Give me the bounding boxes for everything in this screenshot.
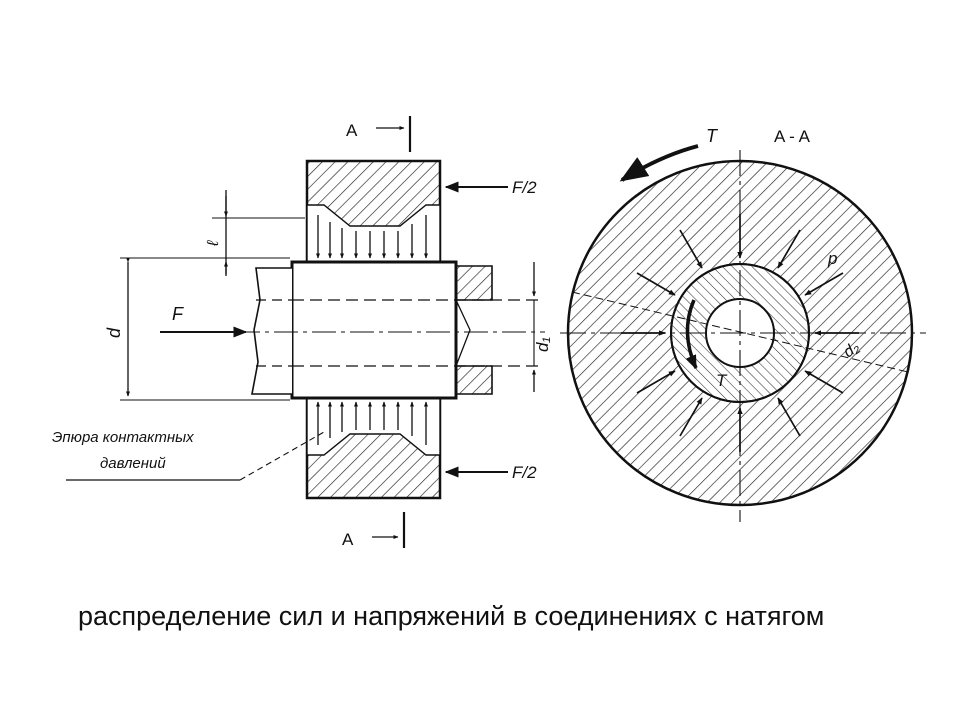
- force-half-top: F/2: [512, 178, 537, 197]
- epure-label-line1: Эпюра контактных: [52, 429, 194, 446]
- dim-d: d: [104, 327, 124, 338]
- shaft-right-section-low: [455, 365, 493, 395]
- force-half-bottom: F/2: [512, 463, 537, 482]
- shaft-right-section: [455, 265, 493, 301]
- section-mark-top: A: [346, 121, 358, 140]
- side-view: A A F/2 F/2 F d ℓ d₁ Эпюра контактных: [52, 116, 552, 549]
- epure-label-line2: давлений: [100, 455, 166, 472]
- section-view-label: A - A: [774, 127, 811, 146]
- dim-d1: d₁: [533, 337, 552, 352]
- torque-outer-label: T: [706, 126, 719, 146]
- pressure-label: p: [827, 249, 837, 268]
- press-fit-diagram: A A F/2 F/2 F d ℓ d₁ Эпюра контактных: [52, 116, 926, 549]
- torque-inner-arrow: [685, 299, 698, 370]
- pressure-arrows-top: [315, 215, 429, 259]
- section-mark-bottom: A: [342, 530, 354, 549]
- section-view: T A - A T p d₂: [560, 126, 926, 522]
- slide-caption: распределение сил и напряжений в соедине…: [78, 601, 825, 631]
- radial-pressure-arrows: [621, 214, 859, 452]
- hub-bottom-epure: [306, 397, 441, 456]
- shaft: [290, 260, 458, 400]
- torque-inner-label: T: [716, 371, 728, 390]
- shaft-left-stub: [251, 267, 292, 395]
- dim-l: ℓ: [205, 240, 222, 247]
- torque-outer-arrow: [619, 144, 699, 182]
- pressure-arrows-bottom: [315, 401, 429, 445]
- force-axial-label: F: [172, 304, 184, 324]
